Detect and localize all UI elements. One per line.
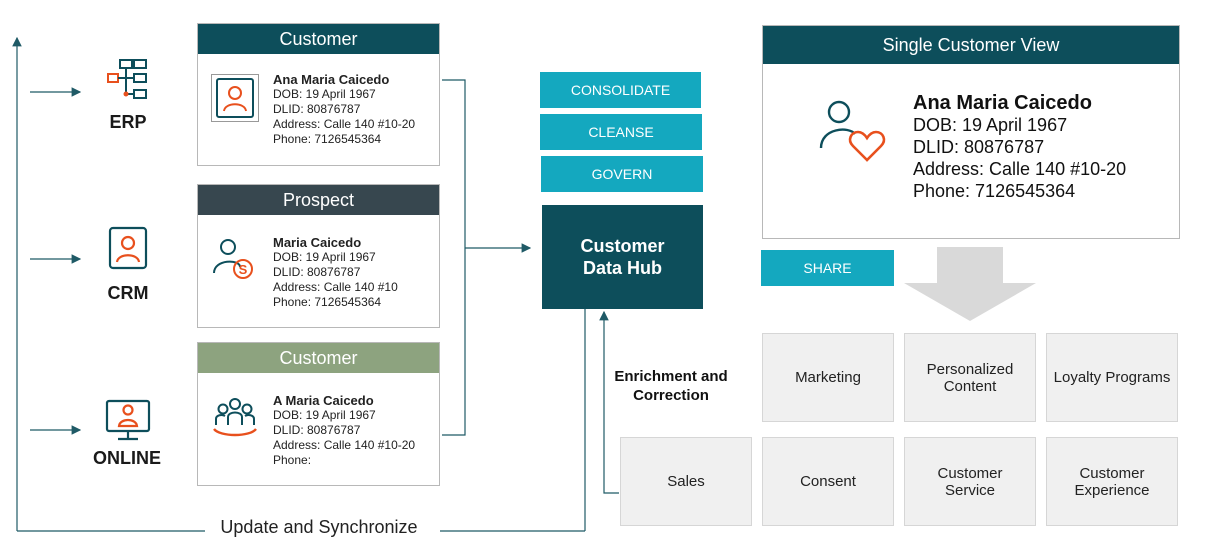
customer-data-hub: Customer Data Hub: [542, 205, 703, 309]
single-customer-view: Single Customer View Ana Maria Caicedo D…: [762, 25, 1180, 239]
card-name: Maria Caicedo: [273, 235, 362, 250]
step-cleanse: CLEANSE: [540, 114, 702, 150]
tile-marketing: Marketing: [762, 333, 894, 422]
tile-line1: Loyalty Programs: [1053, 369, 1171, 386]
tile-line1: Customer: [1079, 464, 1145, 482]
card-dlid: DLID: 80876787: [273, 102, 361, 116]
tile-line2: Content: [943, 377, 997, 395]
card-dlid: DLID: 80876787: [273, 423, 361, 437]
contact-card-icon: [211, 74, 259, 122]
record-card-customer-online: Customer A Maria Caicedo DOB: 19 April 1…: [197, 342, 440, 486]
card-dlid: DLID: 80876787: [273, 265, 361, 279]
share-label: SHARE: [761, 250, 894, 286]
enrichment-label: Enrichment and Correction: [604, 367, 738, 405]
card-header: Customer: [198, 343, 439, 373]
scv-dlid: DLID: 80876787: [913, 137, 1045, 157]
tile-consent: Consent: [762, 437, 894, 526]
card-dob: DOB: 19 April 1967: [273, 250, 376, 264]
card-phone: Phone: 7126545364: [273, 295, 382, 309]
card-header: Prospect: [198, 185, 439, 215]
card-name: Ana Maria Caicedo: [273, 72, 390, 87]
step-consolidate: CONSOLIDATE: [540, 72, 701, 108]
hub-title-line2: Data Hub: [582, 258, 662, 278]
tile-line1: Marketing: [795, 369, 861, 386]
enrichment-line2: Correction: [633, 387, 709, 404]
hub-title-line1: Customer: [580, 236, 665, 256]
card-name: A Maria Caicedo: [273, 393, 374, 408]
record-card-prospect-crm: Prospect S Maria Caicedo DOB: 19 April 1…: [197, 184, 440, 328]
record-card-customer-erp: Customer Ana Maria Caicedo DOB: 19 April…: [197, 23, 440, 166]
enrichment-line1: Enrichment and: [614, 368, 728, 385]
enrichment-arrow: [599, 310, 619, 494]
card-address: Address: Calle 140 #10-20: [273, 117, 416, 131]
tile-loyalty-programs: Loyalty Programs: [1046, 333, 1178, 422]
tile-sales: Sales: [620, 437, 752, 526]
crm-contact-icon: [106, 226, 150, 270]
online-monitor-icon: [104, 398, 151, 442]
card-address: Address: Calle 140 #10-20: [273, 438, 416, 452]
big-down-arrow: [904, 247, 1036, 321]
scv-name: Ana Maria Caicedo: [913, 92, 1092, 114]
tile-line2: Service: [944, 481, 996, 499]
source-label-erp: ERP: [109, 112, 147, 132]
scv-address: Address: Calle 140 #10-20: [913, 159, 1127, 179]
source-label-crm: CRM: [107, 283, 149, 303]
group-people-icon: [212, 395, 258, 441]
svg-text:S: S: [239, 262, 248, 277]
tile-line1: Personalized: [926, 360, 1014, 378]
scv-phone: Phone: 7126545364: [913, 181, 1076, 201]
cards-bracket: [442, 79, 466, 436]
tile-line1: Sales: [667, 473, 705, 490]
erp-hierarchy-icon: [106, 58, 150, 102]
card-header: Customer: [198, 24, 439, 54]
card-phone: Phone: 7126545364: [273, 132, 382, 146]
tile-line1: Consent: [800, 473, 856, 490]
card-address: Address: Calle 140 #10: [273, 280, 398, 294]
person-heart-icon: [819, 98, 889, 164]
card-dob: DOB: 19 April 1967: [273, 408, 376, 422]
step-govern: GOVERN: [541, 156, 703, 192]
source-label-online: ONLINE: [92, 448, 161, 468]
scv-header: Single Customer View: [763, 26, 1179, 64]
card-phone: Phone:: [273, 453, 312, 467]
scv-dob: DOB: 19 April 1967: [913, 115, 1068, 135]
tile-line1: Customer: [937, 464, 1003, 482]
card-dob: DOB: 19 April 1967: [273, 87, 376, 101]
sync-label: Update and Synchronize: [205, 517, 433, 538]
person-dollar-icon: S: [210, 235, 256, 281]
tile-line2: Experience: [1074, 481, 1150, 499]
